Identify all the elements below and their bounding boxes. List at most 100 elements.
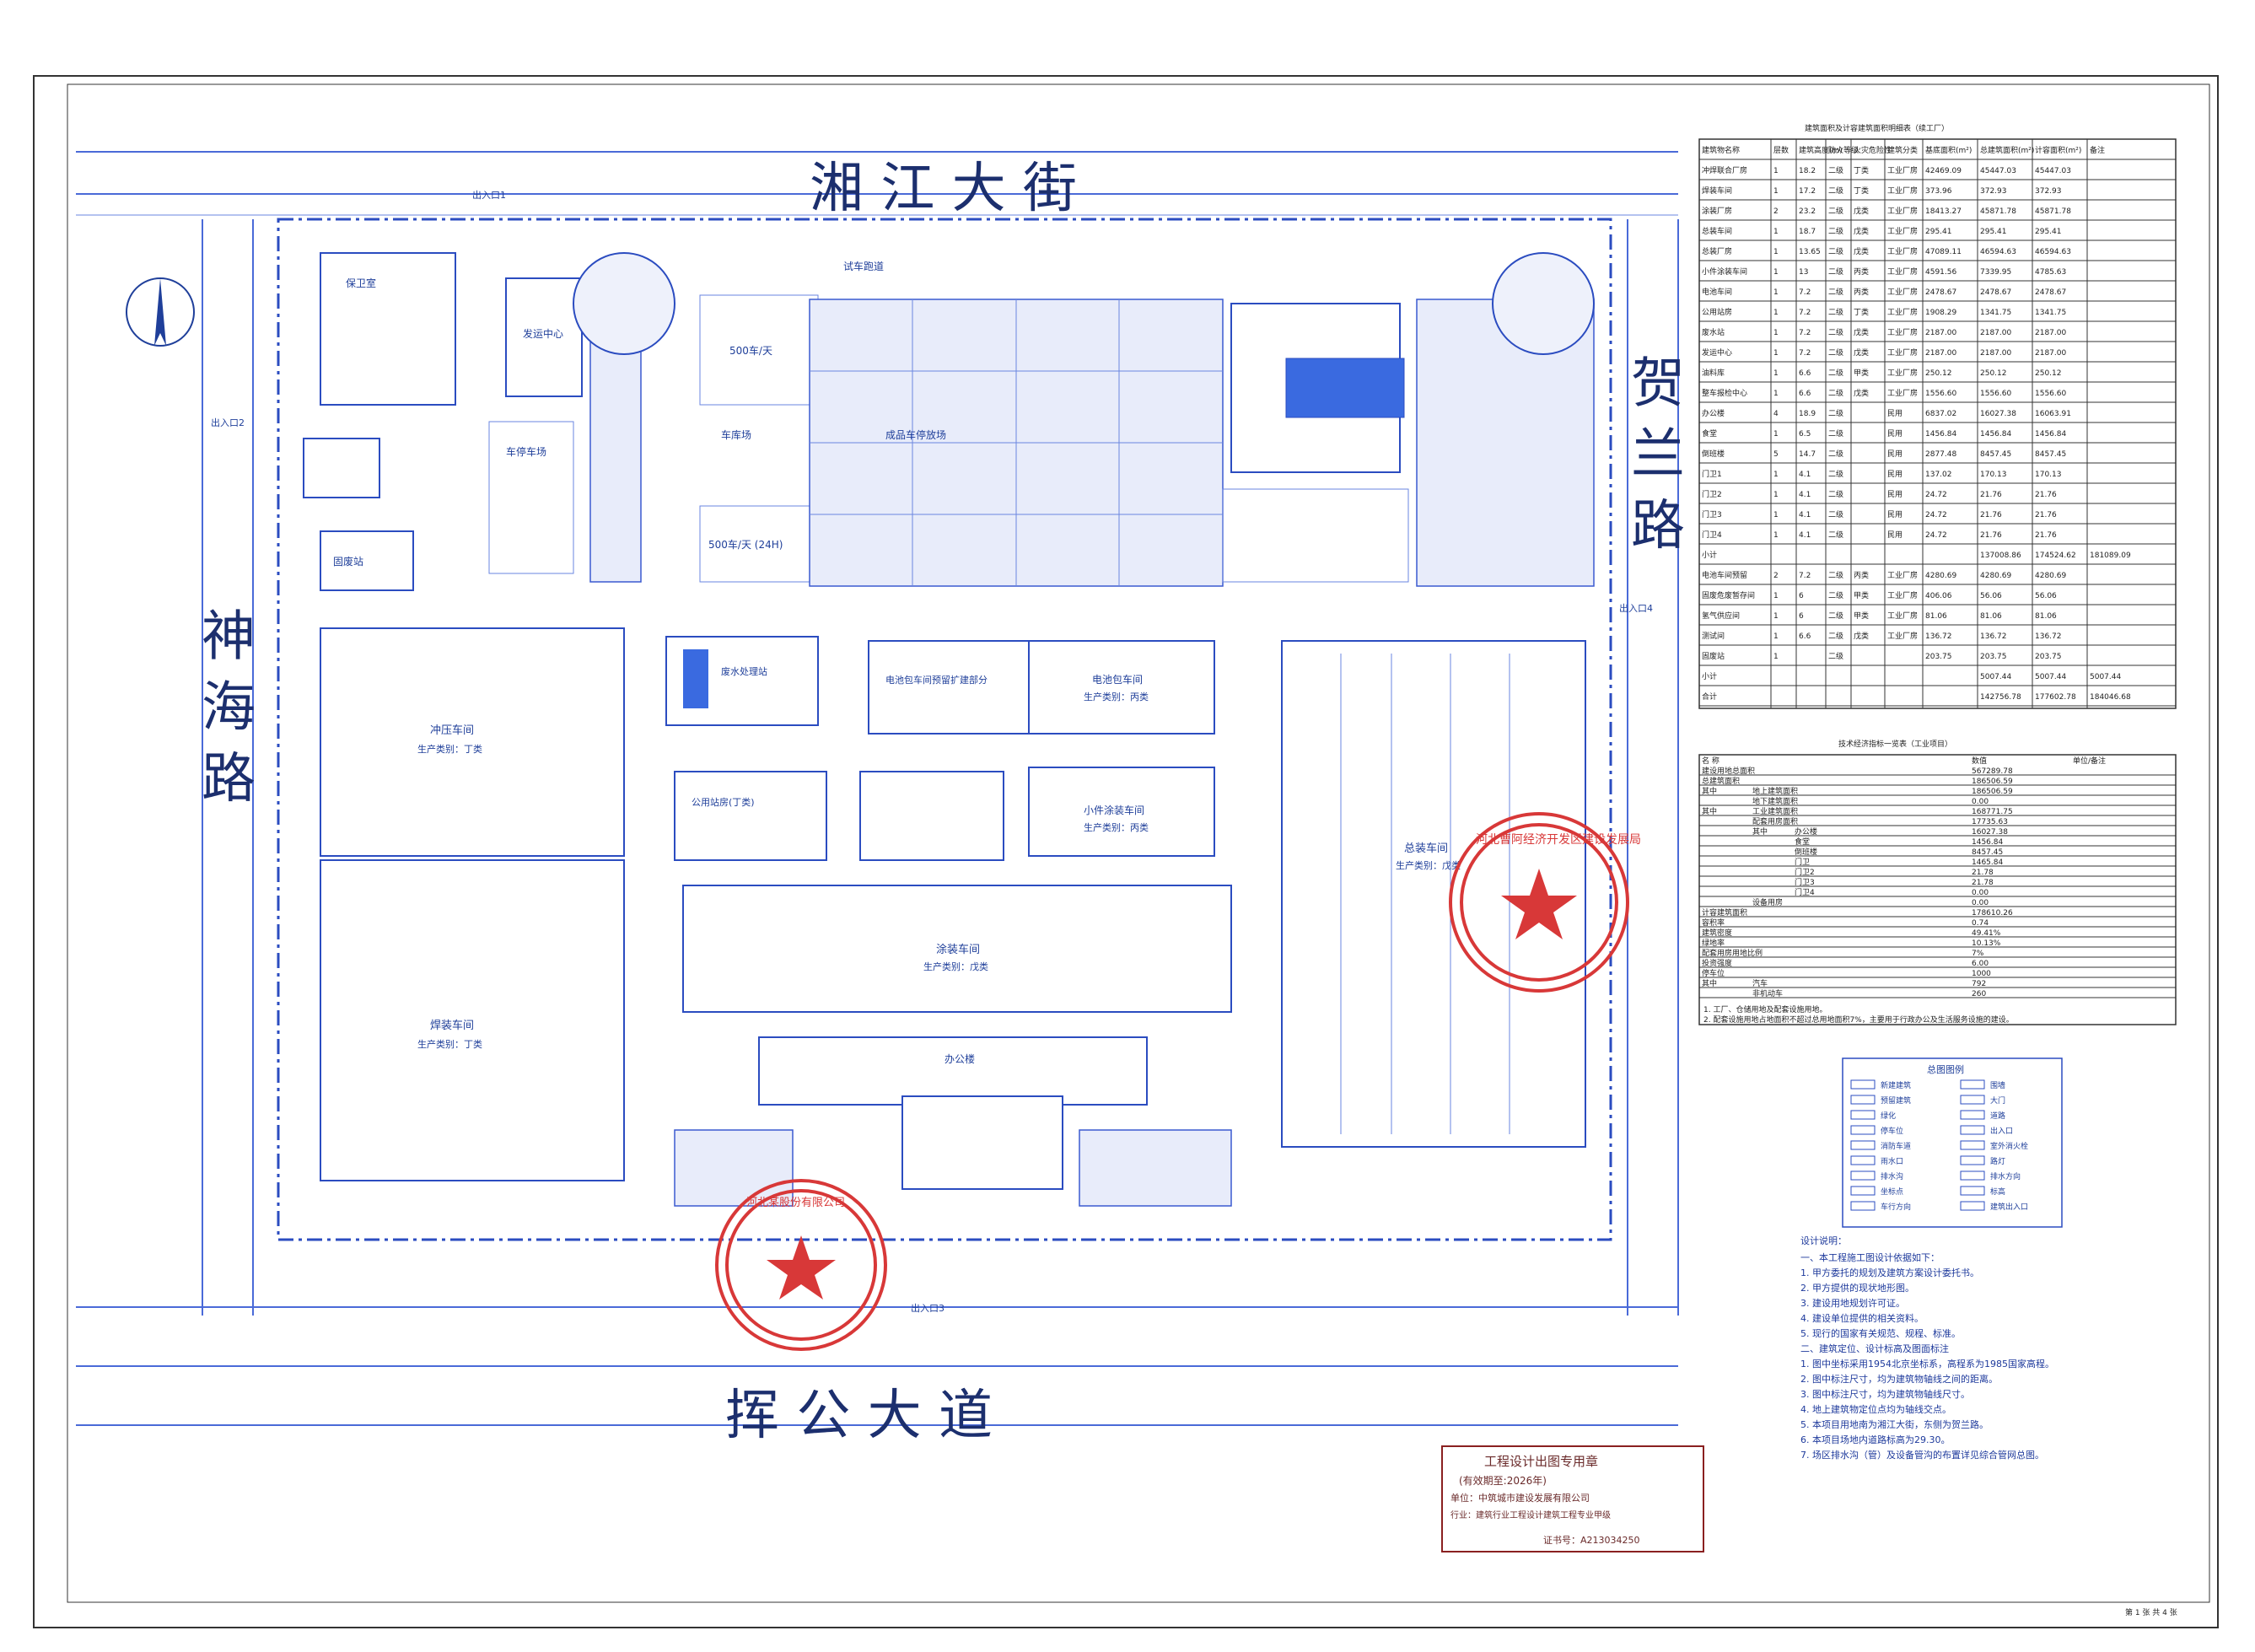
table1-cell: 137.02: [1925, 471, 1952, 479]
table1-cell: 2187.00: [1925, 349, 1956, 358]
table1-cell: 6837.02: [1925, 410, 1956, 418]
table1-cell: 民用: [1887, 530, 1902, 540]
design-stamp-title: 工程设计出图专用章: [1484, 1454, 1598, 1469]
table1-cell: 戊类: [1854, 327, 1869, 337]
table1-cell: 门卫4: [1702, 530, 1722, 540]
table1-cell: 5007.44: [1980, 673, 2011, 681]
table1-cell: 21.76: [2035, 511, 2057, 519]
table1-cell: 丁类: [1854, 186, 1869, 196]
gate-2-label: 出入口2: [211, 417, 245, 428]
table1-cell: 二级: [1828, 408, 1843, 418]
table1-cell: 6.6: [1799, 390, 1811, 398]
table1-cell: 295.41: [1980, 228, 2007, 236]
assembly-category: 生产类别：戊类: [1396, 859, 1461, 871]
table1-cell: 4.1: [1799, 511, 1811, 519]
notes-line: 2. 图中标注尺寸，均为建筑物轴线之间的距离。: [1800, 1373, 1998, 1385]
table1-cell: 7.2: [1799, 349, 1811, 358]
table1-cell: 2877.48: [1925, 450, 1956, 459]
table1-cell: 工业厂房: [1887, 307, 1918, 317]
table1-cell: 1: [1773, 390, 1779, 398]
table2-cell: 建筑密度: [1702, 928, 1732, 938]
table1-cell: 14.7: [1799, 450, 1816, 459]
table1-cell: 固废危废暂存间: [1702, 590, 1755, 600]
table1-cell: 涂装厂房: [1702, 206, 1732, 216]
table1-cell: 6.5: [1799, 430, 1811, 439]
table1-header-cell: 火灾危险性: [1854, 145, 1892, 155]
table1-cell: 倒班楼: [1702, 449, 1725, 459]
table2-cell: 其中: [1702, 978, 1717, 988]
table1-cell: 固废站: [1702, 651, 1725, 661]
table1-cell: 工业厂房: [1887, 368, 1918, 378]
table1-cell: 7.2: [1799, 309, 1811, 317]
table1-header-cell: 计容面积(m²): [2035, 145, 2081, 155]
table1-cell: 1: [1773, 288, 1779, 297]
table1-cell: 5007.44: [2035, 673, 2066, 681]
legend-symbol: [1850, 1095, 1876, 1105]
table1-cell: 203.75: [1980, 653, 2007, 661]
table1-cell: 7.2: [1799, 288, 1811, 297]
table1-cell: 7.2: [1799, 572, 1811, 580]
design-notes: 设计说明： 一、本工程施工图设计依据如下：1. 甲方委托的规划及建筑方案设计委托…: [1800, 1235, 2054, 1461]
utility-label: 公用站房(丁类): [692, 796, 755, 808]
table2-cell: 非机动车: [1752, 988, 1783, 998]
table2-cell: 260: [1972, 990, 1986, 998]
table1-cell: 372.93: [2035, 187, 2062, 196]
stamping-workshop: [320, 627, 625, 857]
reserved-block: [1285, 358, 1405, 418]
table2-cell: 门卫2: [1795, 867, 1815, 877]
notes-line: 4. 地上建筑物定位点均为轴线交点。: [1800, 1403, 1951, 1415]
legend-symbol: [1960, 1186, 1985, 1196]
table1-header-cell: 建筑物名称: [1702, 145, 1740, 155]
table2-cell: 其中: [1702, 806, 1717, 816]
table1-cell: 21.76: [1980, 491, 2002, 499]
table1-cell: 47089.11: [1925, 248, 1962, 256]
table1-cell: 二级: [1828, 388, 1843, 398]
small-coating-label: 小件涂装车间: [1084, 804, 1144, 816]
table1-cell: 1: [1773, 612, 1779, 621]
table1-cell: 295.41: [2035, 228, 2062, 236]
table1-cell: 170.13: [1980, 471, 2007, 479]
legend-item-label: 道路: [1990, 1111, 2005, 1121]
battery-reserve: [868, 640, 1030, 735]
table1-cell: 17.2: [1799, 187, 1816, 196]
legend-item-label: 出入口: [1990, 1126, 2013, 1136]
utility-building: [674, 771, 827, 861]
legend-symbol: [1960, 1095, 1985, 1105]
table1-cell: 戊类: [1854, 246, 1869, 256]
table2-cell: 工业建筑面积: [1752, 806, 1798, 816]
table1-cell: 16063.91: [2035, 410, 2071, 418]
legend-symbol: [1960, 1110, 1985, 1120]
table1-cell: 8457.45: [1980, 450, 2011, 459]
legend-symbol: [1850, 1140, 1876, 1150]
legend-item-label: 围墙: [1990, 1080, 2005, 1090]
table1-cell: 二级: [1828, 489, 1843, 499]
table1-cell: 电池车间: [1702, 287, 1732, 297]
table2-cell: 倒班楼: [1795, 847, 1817, 857]
table1-cell: 136.72: [1925, 632, 1952, 641]
table1-cell: 136.72: [1980, 632, 2007, 641]
table2-cell: 配套用房面积: [1752, 816, 1798, 826]
table1-cell: 174524.62: [2035, 552, 2076, 560]
table2-cell: 0.00: [1972, 889, 1989, 897]
table1-cell: 1: [1773, 491, 1779, 499]
table2-cell: 0.00: [1972, 899, 1989, 907]
table1-cell: 2187.00: [2035, 329, 2066, 337]
table1-cell: 137008.86: [1980, 552, 2021, 560]
table2-cell: 186506.59: [1972, 788, 2013, 796]
painting-workshop: [682, 885, 1232, 1013]
table1-title: 建筑面积及计容建筑面积明细表（续工厂）: [1805, 123, 1949, 133]
notes-line: 2. 甲方提供的现状地形图。: [1800, 1282, 1914, 1294]
guard-building: [320, 252, 456, 406]
legend-symbol: [1850, 1110, 1876, 1120]
table1-cell: 工业厂房: [1887, 186, 1918, 196]
table1-cell: 4280.69: [2035, 572, 2066, 580]
legend-item-label: 车行方向: [1881, 1202, 1911, 1212]
table1-cell: 二级: [1828, 590, 1843, 600]
table1-cell: 1: [1773, 471, 1779, 479]
table1-cell: 氢气供应间: [1702, 611, 1740, 621]
table1-cell: 二级: [1828, 469, 1843, 479]
table1-header-cell: 建筑分类: [1887, 145, 1918, 155]
table1-cell: 民用: [1887, 409, 1902, 418]
notes-line: 1. 甲方委托的规划及建筑方案设计委托书。: [1800, 1267, 1979, 1278]
notes-line: 1. 图中坐标采用1954北京坐标系，高程系为1985国家高程。: [1800, 1358, 2054, 1369]
